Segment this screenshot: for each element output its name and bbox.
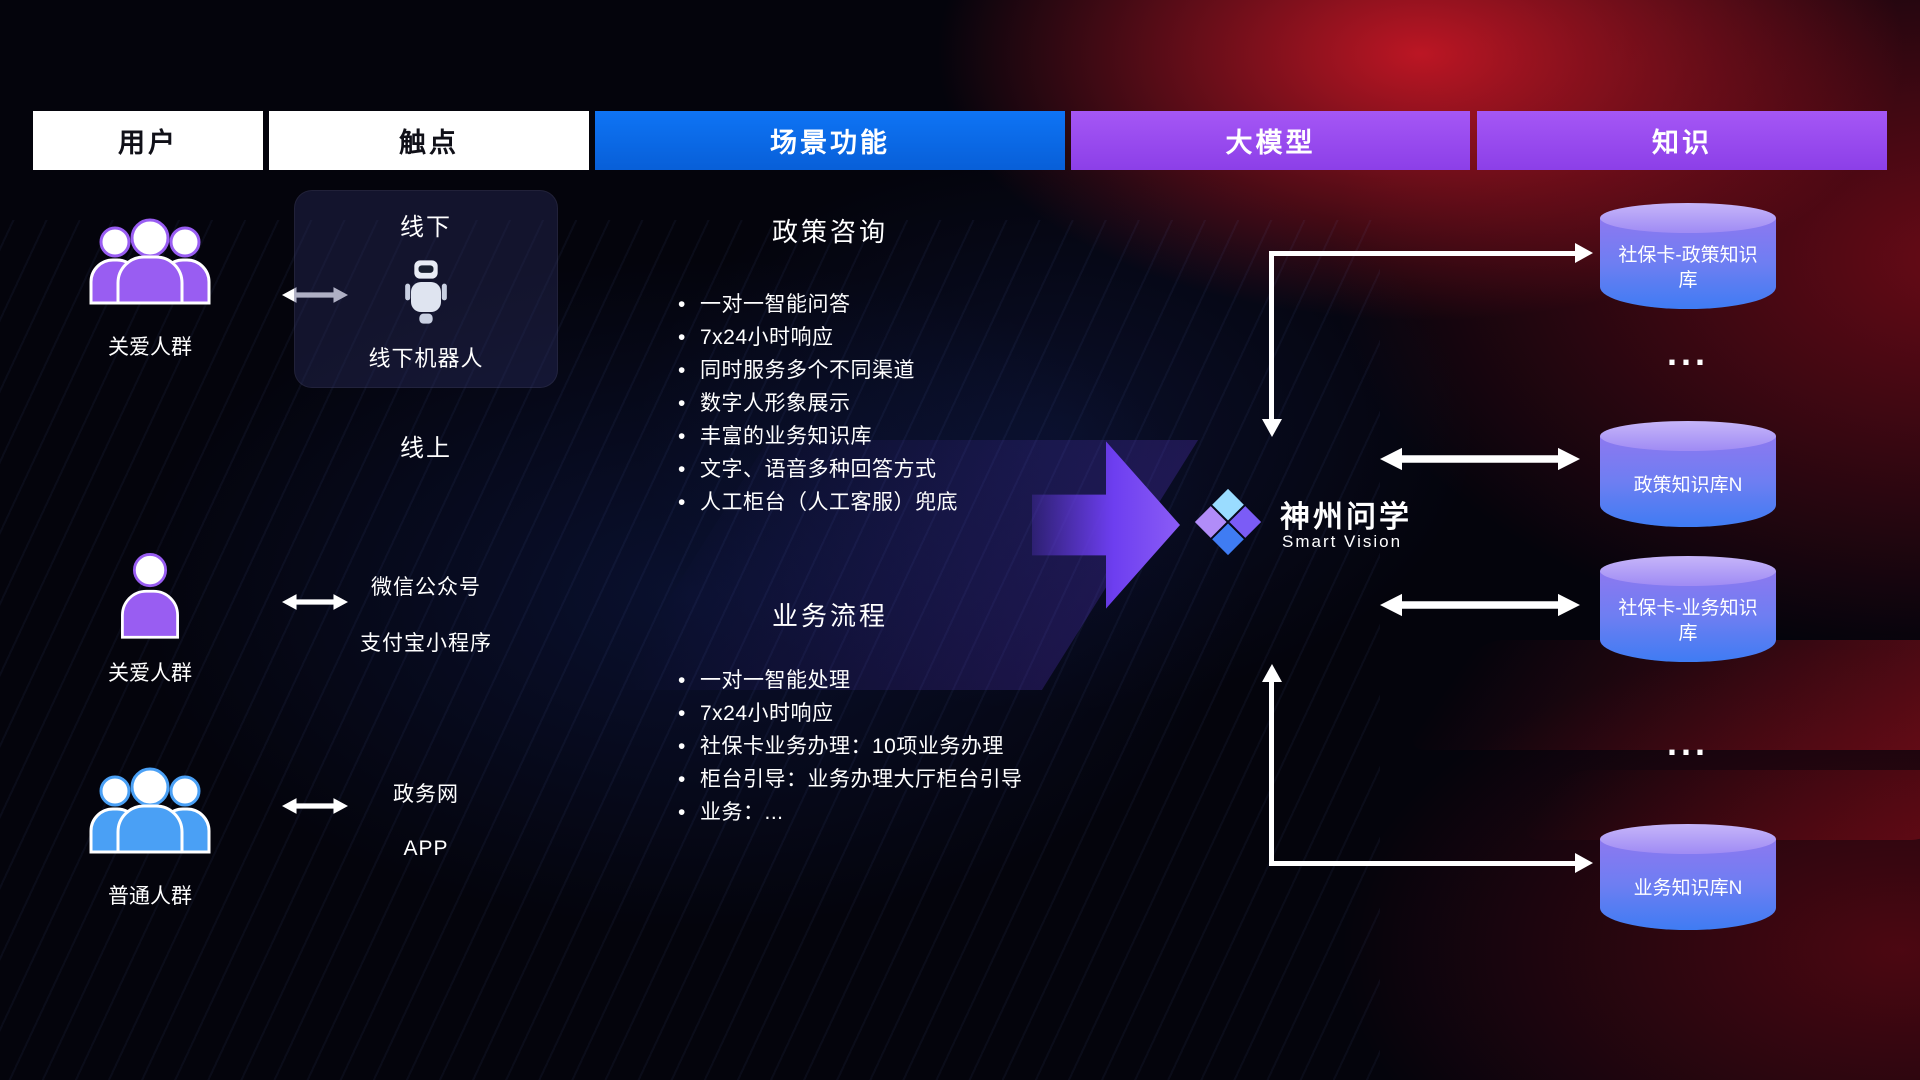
smart-vision-logo-icon [1194,488,1262,556]
connector-line [1269,861,1575,866]
touchpoint-app: APP [403,837,449,860]
user-group-label: 普通人群 [108,885,192,908]
model-name: 神州问学 [1280,501,1412,534]
scenario-title-policy: 政策咨询 [771,217,888,247]
model-subtitle: Smart Vision [1282,532,1403,551]
touchpoint-gov-web: 政务网 [393,783,459,806]
feature-item: 一对一智能处理 [676,664,1023,697]
robot-icon [405,259,447,324]
offline-title: 线下 [400,214,452,241]
user-group-label: 关爱人群 [108,662,192,685]
online-title: 线上 [400,435,452,462]
db-label: 政策知识库N [1633,475,1743,497]
feature-item: 同时服务多个不同渠道 [676,354,958,387]
touchpoint-wechat: 微信公众号 [371,576,481,599]
user-group-general: 普通人群 [75,755,225,910]
feature-item: 丰富的业务知识库 [676,420,958,453]
knowledge-db-business-n: 业务知识库N [1600,824,1776,930]
connector-line [1269,251,1274,419]
db-label: 社保卡-政策知识库 [1618,244,1758,291]
bidirectional-arrow-icon [1380,593,1580,617]
feature-item: 7x24小时响应 [676,697,1023,730]
single-person-icon [121,553,179,639]
feature-item: 7x24小时响应 [676,321,958,354]
offline-touchpoint-panel: 线下 线下机器人 [294,190,558,388]
db-cylinder-top [1600,421,1776,451]
knowledge-ellipsis: ... [1666,722,1709,763]
column-header-users: 用户 [33,111,263,170]
db-label: 业务知识库N [1633,878,1743,900]
knowledge-db-business-shebao: 社保卡-业务知识库 [1600,556,1776,662]
offline-robot-caption: 线下机器人 [368,346,484,371]
user-single-caring: 关爱人群 [75,548,225,687]
db-label: 社保卡-业务知识库 [1618,597,1758,644]
feature-item: 人工柜台（人工客服）兜底 [676,486,958,519]
feature-item: 文字、语音多种回答方式 [676,453,958,486]
column-header-scenarios: 场景功能 [595,111,1065,170]
connector-line [1269,251,1575,256]
db-cylinder-top [1600,556,1776,586]
knowledge-db-policy-n: 政策知识库N [1600,421,1776,527]
scenario-policy-list: 一对一智能问答 7x24小时响应 同时服务多个不同渠道 数字人形象展示 丰富的业… [676,288,958,519]
arrowhead-right-icon [1575,243,1593,263]
feature-item: 业务：... [676,796,1023,829]
scenario-title-business: 业务流程 [771,601,888,631]
user-group-caring-1: 关爱人群 [75,206,225,361]
db-cylinder-top [1600,824,1776,854]
db-cylinder-top [1600,203,1776,233]
knowledge-ellipsis: ... [1666,332,1709,373]
arrowhead-down-icon [1262,419,1282,437]
column-header-touchpoints: 触点 [269,111,589,170]
arrowhead-right-icon [1575,853,1593,873]
connector-line [1269,682,1274,866]
column-header-knowledge: 知识 [1477,111,1887,170]
scenario-business-list: 一对一智能处理 7x24小时响应 社保卡业务办理：10项业务办理 柜台引导：业务… [676,664,1023,829]
touchpoint-alipay: 支付宝小程序 [360,632,492,655]
bidirectional-arrow-icon [1380,447,1580,471]
knowledge-db-policy-shebao: 社保卡-政策知识库 [1600,203,1776,309]
group-people-icon [89,767,211,854]
column-header-model: 大模型 [1071,111,1470,170]
feature-item: 柜台引导：业务办理大厅柜台引导 [676,763,1023,796]
feature-item: 一对一智能问答 [676,288,958,321]
feature-item: 社保卡业务办理：10项业务办理 [676,730,1023,763]
user-group-label: 关爱人群 [108,336,192,359]
feature-item: 数字人形象展示 [676,387,958,420]
flow-arrow-icon [1032,441,1180,609]
arrowhead-up-icon [1262,664,1282,682]
group-people-icon [89,218,211,305]
